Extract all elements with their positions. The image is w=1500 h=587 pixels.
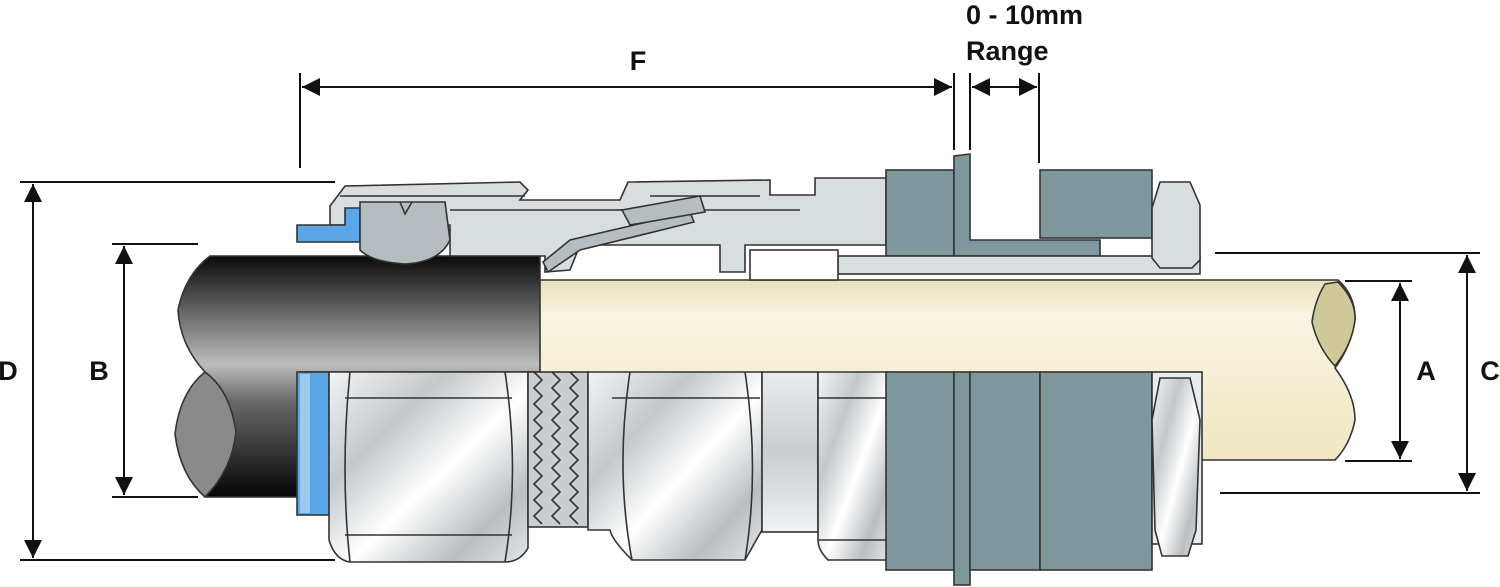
label-range-value: 0 - 10mm [966, 0, 1083, 30]
label-b: B [89, 356, 109, 386]
middle-nut-lower [587, 371, 763, 561]
seal-ring-upper [296, 207, 361, 243]
label-a: A [1416, 356, 1436, 386]
armour-cone-upper [541, 195, 707, 274]
dimension-b [112, 243, 198, 498]
panel-locknut-upper [749, 153, 1201, 281]
end-nut-upper [1151, 181, 1201, 269]
clamp-nut-upper [359, 201, 451, 265]
entry-body-lower [761, 371, 889, 561]
thread-lower [527, 371, 589, 528]
label-c: C [1480, 356, 1500, 386]
dimension-c [1215, 252, 1480, 494]
back-nut-lower [328, 371, 529, 563]
cable-outer-sheath [174, 255, 541, 499]
panel-locknut-lower [885, 371, 1153, 586]
dimension-d [20, 181, 335, 561]
dimension-range [969, 73, 1040, 163]
end-nut-lower [1151, 371, 1203, 557]
dimension-a [1345, 280, 1412, 462]
label-range-word: Range [966, 36, 1049, 66]
label-f: F [630, 46, 647, 76]
dimension-f [299, 73, 955, 168]
seal-ring-lower [296, 371, 330, 516]
label-d: D [0, 356, 18, 386]
